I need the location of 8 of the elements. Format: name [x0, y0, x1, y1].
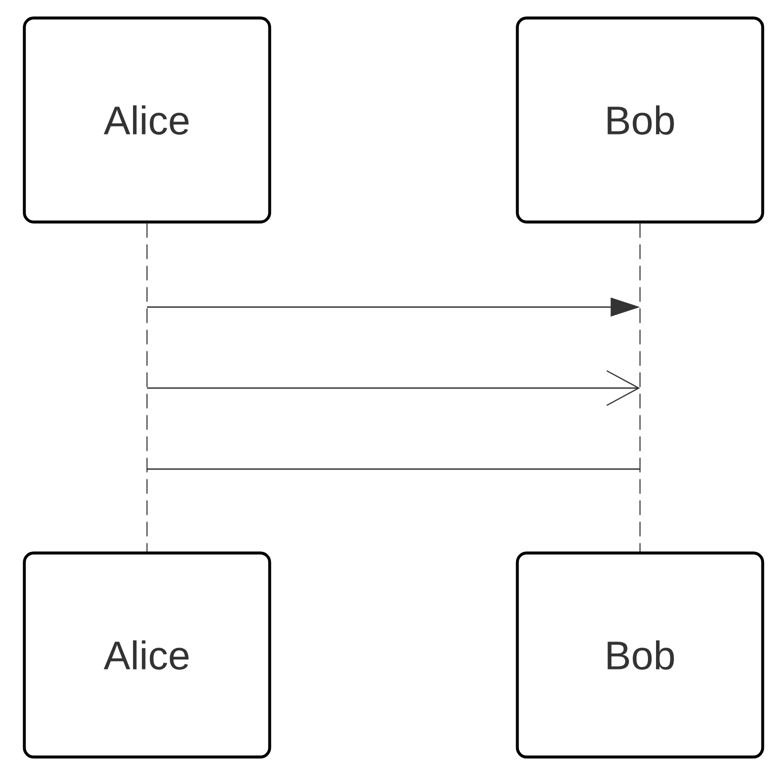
message-line: [147, 468, 640, 470]
lifeline: [146, 223, 148, 553]
participant-box: Alice: [22, 16, 272, 224]
participant-box: Alice: [22, 552, 272, 758]
lifeline: [639, 223, 641, 553]
participant-box: Bob: [516, 552, 764, 758]
participant-box: Bob: [516, 16, 764, 224]
message-arrow: [147, 370, 640, 406]
